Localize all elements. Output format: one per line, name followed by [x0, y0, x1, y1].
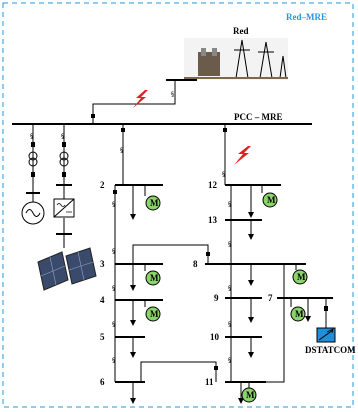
- motor-icon: [241, 387, 257, 403]
- svg-text:M: M: [246, 390, 255, 400]
- bus-label-10: 10: [210, 332, 220, 342]
- svg-text:§: §: [222, 171, 225, 178]
- generator-branch: §: [26, 124, 40, 194]
- svg-text:§: §: [228, 321, 231, 328]
- svg-text:M: M: [267, 195, 276, 205]
- bus-label-12: 12: [208, 180, 218, 190]
- motor-icon: [290, 306, 306, 322]
- svg-text:§: §: [120, 147, 123, 154]
- pcc-label: PCC – MRE: [234, 112, 283, 122]
- svg-text:§: §: [228, 357, 231, 364]
- svg-text:§: §: [112, 248, 115, 255]
- lightning-fault-icon: [133, 90, 148, 108]
- svg-text:§: §: [228, 201, 231, 208]
- bus-label-13: 13: [208, 215, 218, 225]
- bus-label-8: 8: [193, 259, 198, 269]
- title-red-mre: Red–MRE: [286, 12, 327, 22]
- svg-text:M: M: [295, 309, 304, 319]
- svg-text:§: §: [61, 133, 64, 140]
- grid-feeder-line: [92, 79, 197, 124]
- grid-label: Red: [233, 26, 249, 36]
- svg-text:§: §: [112, 321, 115, 328]
- svg-text:§: §: [228, 285, 231, 292]
- svg-text:M: M: [150, 273, 159, 283]
- bus-label-7: 7: [268, 293, 273, 303]
- ac-source-icon: [21, 193, 45, 225]
- link-6-to-11: [140, 361, 217, 382]
- grid-feeder-breaker: [91, 114, 95, 118]
- bus-label-9: 9: [214, 293, 219, 303]
- bus-label-4: 4: [100, 295, 105, 305]
- svg-text:§: §: [30, 133, 33, 140]
- solar-branch: §: [56, 124, 72, 248]
- motor-icon: [145, 270, 161, 286]
- bus-label-5: 5: [100, 332, 105, 342]
- frame-border: [2, 2, 354, 408]
- svg-text:§: §: [112, 285, 115, 292]
- solar-panel-icon: [37, 247, 97, 291]
- dstatcom-label: DSTATCOM: [305, 345, 356, 355]
- motor-icon: [262, 192, 278, 208]
- svg-text:M: M: [150, 309, 159, 319]
- svg-text:§: §: [112, 201, 115, 208]
- left-feeder: § 2: [100, 124, 163, 190]
- inverter-icon: [53, 198, 75, 218]
- svg-text:§: §: [112, 357, 115, 364]
- grid-substation-image: [184, 38, 288, 80]
- bus-label-11: 11: [205, 377, 214, 387]
- bus-label-2: 2: [100, 180, 105, 190]
- link-7-to-11: [231, 298, 285, 383]
- lightning-fault-icon: [234, 146, 251, 165]
- grid-feeder-ct: §: [171, 91, 174, 98]
- dstatcom-icon: [316, 327, 336, 343]
- svg-text:M: M: [297, 272, 306, 282]
- motor-icon: [145, 195, 161, 211]
- svg-text:§: §: [228, 241, 231, 248]
- bus-label-3: 3: [100, 259, 105, 269]
- svg-text:M: M: [150, 198, 159, 208]
- motor-icon: [292, 269, 308, 285]
- right-feeder: §: [222, 124, 227, 185]
- bus-label-6: 6: [100, 377, 105, 387]
- motor-icon: [145, 306, 161, 322]
